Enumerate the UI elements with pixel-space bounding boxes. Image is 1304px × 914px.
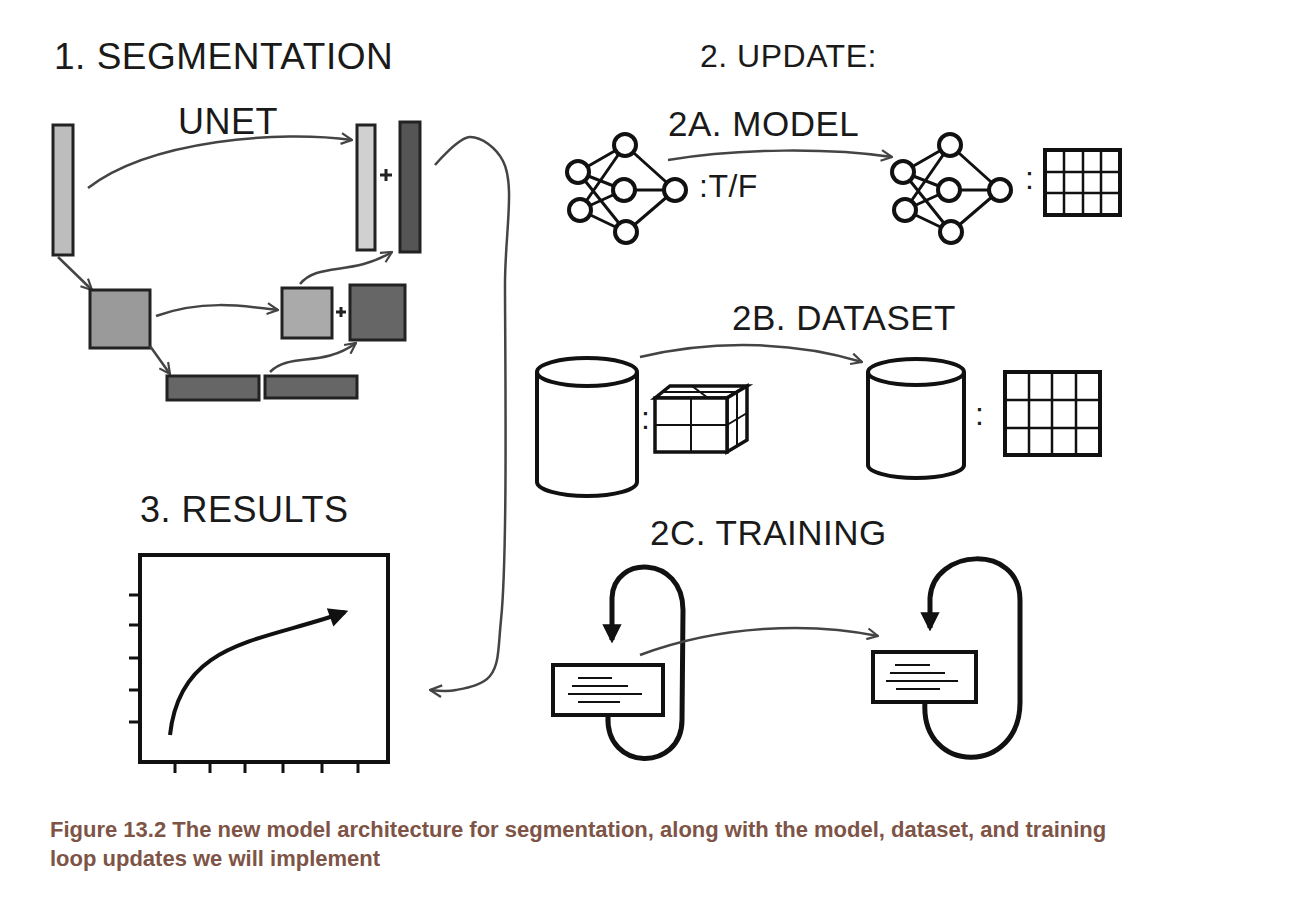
feature-bar [357, 125, 375, 250]
neuron [569, 199, 591, 221]
network-links [578, 145, 675, 232]
neuron [614, 134, 636, 156]
neuron [613, 179, 635, 201]
colon-mark: : [975, 398, 984, 430]
feature-block [282, 288, 332, 338]
step-label: 2. UPDATE: [700, 40, 877, 72]
code-lines [568, 678, 642, 702]
step-label: :T/F [699, 170, 758, 202]
chart-frame [140, 555, 388, 762]
grid-icon [1045, 150, 1120, 215]
feature-block [90, 290, 150, 348]
code-lines [886, 665, 958, 689]
step-label: 2B. DATASET [732, 300, 956, 335]
feature-bar [400, 122, 420, 252]
section-heading: 1. SEGMENTATION [54, 38, 393, 75]
network-icon [892, 134, 1011, 243]
skip-arrow [88, 136, 352, 188]
neuron [664, 179, 686, 201]
section-node: 1. SEGMENTATION UNET [50, 38, 435, 410]
step-label: 2C. TRAINING [650, 515, 887, 550]
up-arrow [300, 252, 392, 284]
plus-symbol [380, 169, 392, 181]
feature-block [167, 376, 259, 400]
section-node: 3. RESULTS [130, 492, 430, 777]
feature-block [265, 376, 357, 398]
figure-caption: Figure 13.2 The new model architecture f… [50, 816, 1145, 873]
database-cylinder [537, 372, 637, 496]
colon-mark: : [1025, 162, 1034, 194]
database-cylinder [868, 372, 964, 478]
feature-bar [53, 125, 73, 255]
feature-block [350, 285, 405, 340]
cube-lines [655, 386, 747, 452]
flow-arrow [430, 137, 509, 691]
code-card [553, 665, 663, 715]
down-arrow [150, 346, 170, 374]
axis-ticks [129, 595, 358, 773]
update-arrow [668, 151, 892, 160]
plus-symbol [336, 307, 346, 317]
training-loop [608, 567, 683, 758]
step-label: 2A. MODEL [668, 106, 859, 141]
model-name: UNET [178, 104, 278, 140]
neuron [567, 161, 589, 183]
skip-arrow [156, 305, 278, 316]
colon-mark: : [641, 402, 650, 434]
update-arrow [640, 628, 878, 655]
down-arrow [58, 257, 92, 290]
section-heading: 3. RESULTS [140, 492, 348, 528]
database-cylinder [537, 358, 637, 386]
neuron [615, 221, 637, 243]
database-cylinder [868, 359, 964, 385]
grid-lines [1045, 150, 1120, 215]
grid-icon [1005, 372, 1100, 455]
network-icon [567, 134, 686, 243]
update-arrow [640, 345, 862, 362]
trend-curve [170, 612, 345, 735]
grid-lines [1005, 372, 1100, 455]
code-card [873, 652, 976, 702]
up-arrow [270, 343, 356, 372]
